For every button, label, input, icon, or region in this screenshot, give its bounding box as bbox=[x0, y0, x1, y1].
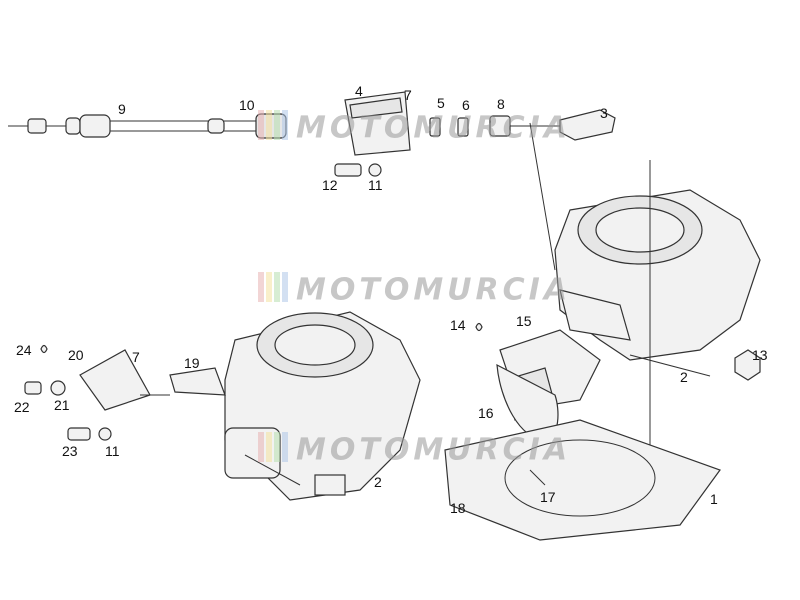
callout-label: 11 bbox=[368, 177, 383, 193]
leader-lines bbox=[140, 122, 711, 486]
callout-label: 20 bbox=[68, 347, 84, 363]
watermark-top: MOTOMURCIA bbox=[258, 110, 571, 148]
callout-label: 5 bbox=[437, 95, 445, 111]
watermark-color-bars bbox=[258, 272, 290, 310]
callout-label: 22 bbox=[14, 399, 30, 415]
callout-label: 8 bbox=[497, 96, 505, 112]
watermark-color-bars bbox=[258, 432, 290, 470]
callout-label: 7 bbox=[404, 87, 412, 103]
valve-linkage-left bbox=[24, 344, 226, 441]
callout-label: 2 bbox=[680, 369, 688, 385]
callout-label: 18 bbox=[450, 500, 466, 516]
callout-label: 6 bbox=[462, 97, 470, 113]
watermark-bottom: MOTOMURCIA bbox=[258, 432, 571, 470]
cylinder-right bbox=[554, 160, 761, 520]
cylinder-left bbox=[224, 311, 421, 501]
callout-label: 10 bbox=[239, 97, 255, 113]
callout-label: 11 bbox=[105, 443, 120, 459]
callout-label: 17 bbox=[540, 489, 556, 505]
callout-label: 16 bbox=[478, 405, 494, 421]
callout-label: 7 bbox=[132, 349, 140, 365]
callout-label: 4 bbox=[355, 83, 363, 99]
watermark-middle: MOTOMURCIA bbox=[258, 272, 571, 310]
intake-and-gaskets bbox=[444, 322, 761, 541]
callout-label: 15 bbox=[516, 313, 532, 329]
callout-label: 3 bbox=[600, 105, 608, 121]
callout-label: 13 bbox=[752, 347, 768, 363]
callout-label: 19 bbox=[184, 355, 200, 371]
callout-label: 21 bbox=[54, 397, 70, 413]
callout-label: 24 bbox=[16, 342, 32, 358]
callout-label: 23 bbox=[62, 443, 78, 459]
watermark-color-bars bbox=[258, 110, 290, 148]
valve-linkage-top bbox=[334, 91, 616, 177]
throttle-cable bbox=[8, 113, 287, 139]
callout-label: 14 bbox=[450, 317, 466, 333]
callout-label: 9 bbox=[118, 101, 126, 117]
callout-label: 1 bbox=[710, 491, 718, 507]
callout-label: 12 bbox=[322, 177, 338, 193]
callout-label: 2 bbox=[374, 474, 382, 490]
